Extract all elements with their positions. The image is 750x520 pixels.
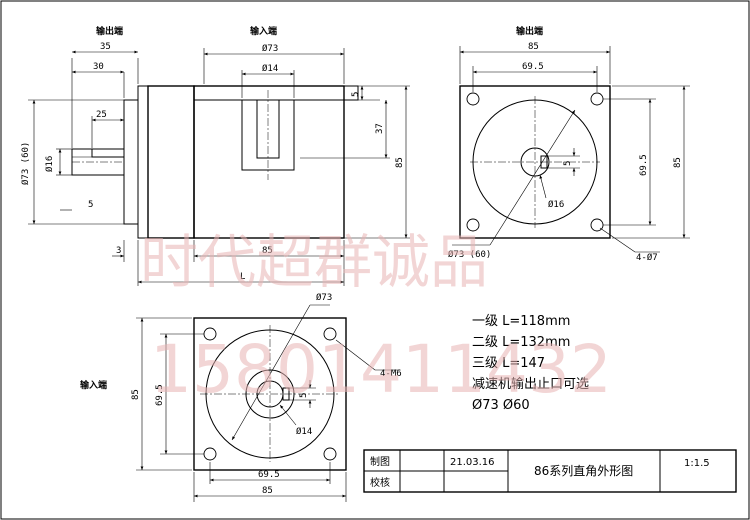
dim-85-right: 85 (395, 157, 405, 168)
output-end-view (452, 46, 690, 253)
mount-hole (590, 92, 604, 106)
dim-b-4m6: 4-M6 (380, 369, 402, 379)
dim-top-phi73: Ø73 (262, 43, 278, 54)
input-end-view-texts: 输入端 Ø73 4-M6 85 69.5 5 Ø14 69.5 85 (80, 292, 402, 496)
dim-r69-5: 69.5 (522, 62, 544, 72)
title-block: 制图 校核 21.03.16 86系列直角外形图 1:1.5 (363, 449, 737, 493)
shaft-key (91, 148, 125, 158)
watermark: 时代超群诚品 15801411432 (140, 228, 612, 408)
note-line: 减速机输出止口可选 (472, 376, 589, 392)
tb-date: 21.03.16 (450, 457, 495, 468)
dim-85-side: 85 (262, 246, 273, 256)
dim-r-4phi7: 4-Ø7 (636, 252, 658, 263)
note-line: 一级 L=118mm (472, 314, 570, 329)
dim-r-phi73-60: Ø73 (60) (448, 249, 491, 260)
dim-25: 25 (96, 110, 107, 120)
tb-drawn-label: 制图 (370, 455, 390, 468)
dim-r-phi16: Ø16 (548, 199, 564, 210)
tb-title: 86系列直角外形图 (534, 464, 633, 478)
side-view-texts: 输出端 输入端 35 30 25 5 3 Ø73 (60) Ø16 Ø73 Ø1… (20, 25, 405, 282)
dim-b-85: 85 (262, 486, 273, 496)
dim-r69-5-vertical: 69.5 (639, 154, 649, 176)
label-output-end-right: 输出端 (516, 25, 543, 37)
label-input-end-bottom: 输入端 (80, 379, 107, 391)
dim-top-phi14: Ø14 (262, 63, 278, 74)
tapped-hole (203, 447, 217, 461)
mount-hole (466, 92, 480, 106)
dim-phi73-60: Ø73 (60) (20, 142, 31, 185)
input-end-view (136, 304, 400, 502)
note-line: 二级 L=132mm (472, 335, 570, 350)
dim-L: L (240, 272, 245, 282)
watermark-phone: 15801411432 (150, 331, 612, 408)
dim-5: 5 (88, 200, 93, 210)
dim-r5: 5 (563, 161, 573, 166)
notes-block: 一级 L=118mm 二级 L=132mm 三级 L=147 减速机输出止口可选… (472, 314, 589, 413)
dim-b-phi14: Ø14 (296, 426, 312, 437)
dim-b-5: 5 (299, 393, 309, 398)
dim-b-phi73: Ø73 (316, 292, 332, 303)
tapped-hole (323, 327, 337, 341)
label-input-end: 输入端 (250, 25, 277, 37)
tapped-hole (323, 447, 337, 461)
dim-b-69-5-vertical: 69.5 (155, 384, 165, 406)
tb-check-label: 校核 (370, 476, 390, 489)
dim-r85-vertical: 85 (673, 157, 683, 168)
dim-30: 30 (93, 62, 104, 72)
mount-hole (590, 218, 604, 232)
tb-scale: 1:1.5 (684, 458, 710, 469)
dim-r85: 85 (528, 42, 539, 52)
motor-adapter-housing (193, 85, 345, 239)
side-view (28, 48, 410, 286)
output-flange (123, 99, 139, 225)
gear-housing (147, 85, 195, 239)
dim-3: 3 (116, 246, 121, 256)
output-square-flange (459, 85, 611, 239)
dim-top-5: 5 (351, 92, 361, 97)
mount-hole (466, 218, 480, 232)
watermark-company: 时代超群诚品 (140, 228, 488, 296)
input-square-flange (193, 317, 347, 471)
dim-b-85-vertical: 85 (131, 389, 141, 400)
dim-phi16: Ø16 (44, 156, 55, 172)
note-line: 三级 L=147 (472, 356, 545, 371)
note-line: Ø73 Ø60 (472, 398, 530, 413)
dim-b-69-5: 69.5 (258, 470, 280, 480)
dim-35: 35 (100, 42, 111, 52)
output-end-view-texts: 输出端 85 69.5 69.5 85 5 Ø16 Ø73 (60) 4-Ø7 (448, 25, 683, 263)
dim-37: 37 (375, 123, 385, 134)
label-output-end: 输出端 (96, 25, 123, 37)
